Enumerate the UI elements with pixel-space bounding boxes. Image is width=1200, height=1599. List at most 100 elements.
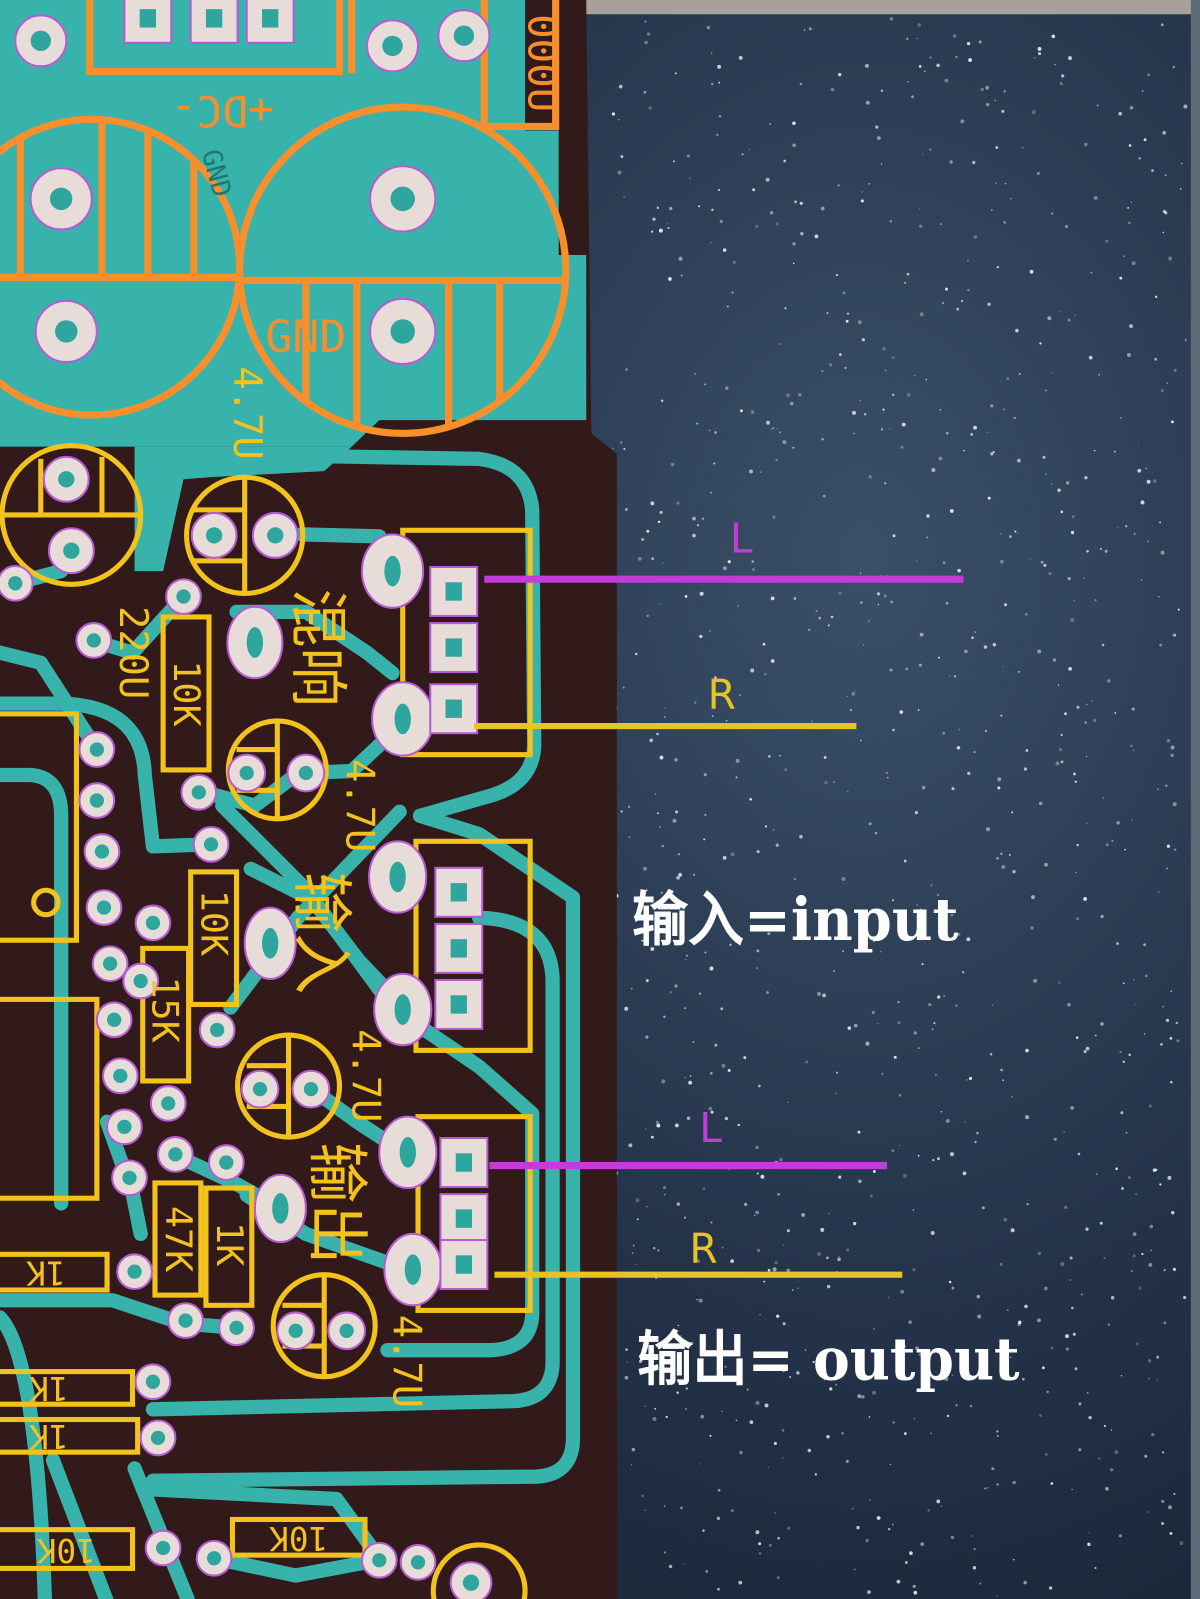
dust-speckle (1076, 917, 1080, 921)
dust-speckle (1162, 210, 1166, 214)
dust-speckle (650, 1135, 654, 1139)
copper-trace (237, 447, 542, 823)
dust-speckle (711, 52, 713, 54)
dust-speckle (627, 805, 631, 809)
dust-speckle (826, 1256, 829, 1260)
dust-speckle (1093, 196, 1098, 200)
ic-outline (0, 711, 80, 943)
dust-speckle (857, 1130, 861, 1134)
dust-speckle (797, 1287, 799, 1289)
dust-speckle (869, 1499, 871, 1501)
dust-speckle (700, 1414, 705, 1419)
dust-speckle (1122, 1060, 1125, 1064)
dust-speckle (756, 949, 760, 953)
dust-speckle (955, 55, 958, 59)
dust-speckle (900, 445, 904, 449)
dust-speckle (724, 1116, 729, 1121)
dust-speckle (1095, 1173, 1098, 1175)
copper-pour-gnd (134, 446, 352, 572)
dust-speckle (1101, 643, 1105, 647)
dust-speckle (751, 568, 755, 572)
dust-speckle (704, 813, 707, 816)
pad-drill-hole (262, 9, 279, 28)
dust-speckle (645, 1035, 649, 1039)
output-annotation: L R 输出= output (489, 1104, 1020, 1394)
dust-speckle (837, 184, 840, 187)
dust-speckle (773, 1441, 777, 1446)
dust-speckle (799, 82, 803, 86)
dust-speckle (630, 987, 633, 990)
dust-speckle (1177, 608, 1180, 611)
component-silkscreen (0, 443, 533, 1599)
dust-speckle (1044, 862, 1048, 867)
dust-speckle (1048, 1586, 1053, 1590)
resistor-value: 47K (157, 1206, 200, 1272)
dust-speckle (631, 1252, 634, 1254)
dust-speckle (945, 431, 949, 435)
pad-drill-hole (450, 883, 467, 902)
dust-speckle (782, 1244, 785, 1247)
dust-speckle (755, 1400, 760, 1405)
dust-speckle (881, 1072, 884, 1075)
dust-speckle (919, 224, 923, 228)
dust-speckle (646, 529, 650, 533)
dust-speckle (1037, 1251, 1042, 1256)
dust-speckle (877, 604, 880, 606)
dust-speckle (818, 616, 822, 620)
dust-speckle (1051, 371, 1054, 374)
dust-speckle (949, 160, 953, 164)
dust-speckle (1011, 811, 1014, 814)
dust-speckle (1147, 73, 1151, 77)
dust-speckle (1144, 974, 1148, 978)
dust-speckle (1173, 848, 1177, 852)
dust-speckle (716, 133, 719, 136)
pad-drill-hole (339, 1323, 354, 1338)
dust-speckle (1133, 749, 1135, 751)
dust-speckle (786, 1268, 791, 1273)
dust-speckle (820, 206, 825, 211)
dust-speckle (835, 273, 839, 277)
pad-drill-hole (205, 9, 223, 28)
dust-speckle (1127, 206, 1130, 209)
dust-speckle (693, 701, 697, 704)
dust-speckle (1044, 473, 1047, 476)
dust-speckle (1037, 52, 1042, 56)
dust-speckle (775, 222, 779, 226)
dust-speckle (1107, 1323, 1110, 1326)
dust-speckle (1050, 212, 1054, 215)
dust-speckle (725, 719, 728, 722)
pad-drill-hole (102, 956, 118, 971)
dust-speckle (921, 153, 924, 155)
dust-speckle (1170, 990, 1173, 993)
dust-speckle (663, 715, 666, 718)
dust-speckle (919, 312, 924, 317)
dust-speckle (969, 1404, 973, 1408)
resistor-value: 1K (29, 1369, 69, 1407)
coupling-cap-value: 4.7U (336, 759, 381, 852)
dust-speckle (1085, 755, 1088, 758)
dust-speckle (917, 23, 922, 27)
dust-speckle (1094, 1034, 1097, 1037)
dust-speckle (625, 1348, 628, 1351)
dust-speckle (1148, 1104, 1152, 1108)
dust-speckle (872, 1170, 876, 1173)
dust-speckle (990, 208, 993, 212)
dust-speckle (865, 1538, 869, 1543)
dust-speckle (737, 1123, 740, 1127)
resistor-outline (0, 1416, 141, 1455)
pad-drill-hole (455, 1255, 473, 1274)
dust-speckle (1132, 1254, 1136, 1258)
dust-speckle (968, 1076, 973, 1081)
dust-speckle (776, 1314, 780, 1318)
dust-speckle (1004, 603, 1008, 607)
dust-speckle (1075, 1036, 1079, 1039)
dust-speckle (823, 756, 827, 759)
dust-speckle (775, 843, 779, 847)
pad-drill-hole (410, 1555, 426, 1570)
dust-speckle (757, 1084, 761, 1088)
dust-speckle (1059, 82, 1063, 86)
dust-speckle (680, 274, 683, 277)
dust-speckle (846, 695, 848, 697)
dust-speckle (1183, 104, 1188, 109)
dust-speckle (1181, 162, 1183, 165)
